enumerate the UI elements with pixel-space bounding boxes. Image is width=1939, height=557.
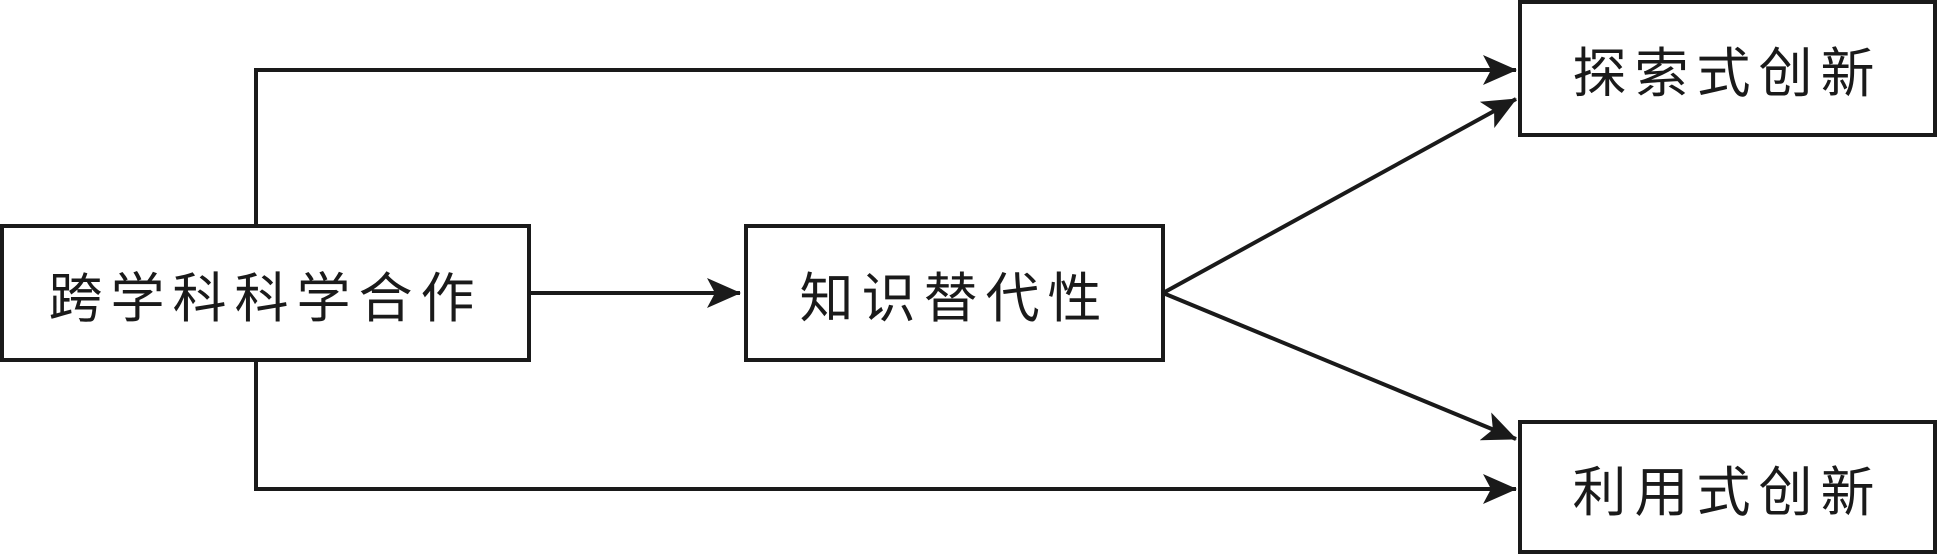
- node-outcome-exploratory: 探索式创新: [1518, 0, 1937, 137]
- node-label: 利用式创新: [1572, 460, 1883, 524]
- node-label: 知识替代性: [799, 266, 1110, 330]
- edge-mediator-to-exploitative: [1162, 291, 1517, 441]
- node-label: 探索式创新: [1572, 42, 1883, 105]
- node-mediator: 知识替代性: [744, 224, 1165, 362]
- edge-source-to-exploratory: [254, 55, 1517, 224]
- node-source: 跨学科科学合作: [0, 224, 531, 362]
- edge-mediator-to-exploratory: [1162, 97, 1517, 295]
- node-outcome-exploitative: 利用式创新: [1518, 420, 1937, 554]
- edge-source-to-exploitative: [254, 360, 1517, 504]
- node-label: 跨学科科学合作: [48, 266, 483, 330]
